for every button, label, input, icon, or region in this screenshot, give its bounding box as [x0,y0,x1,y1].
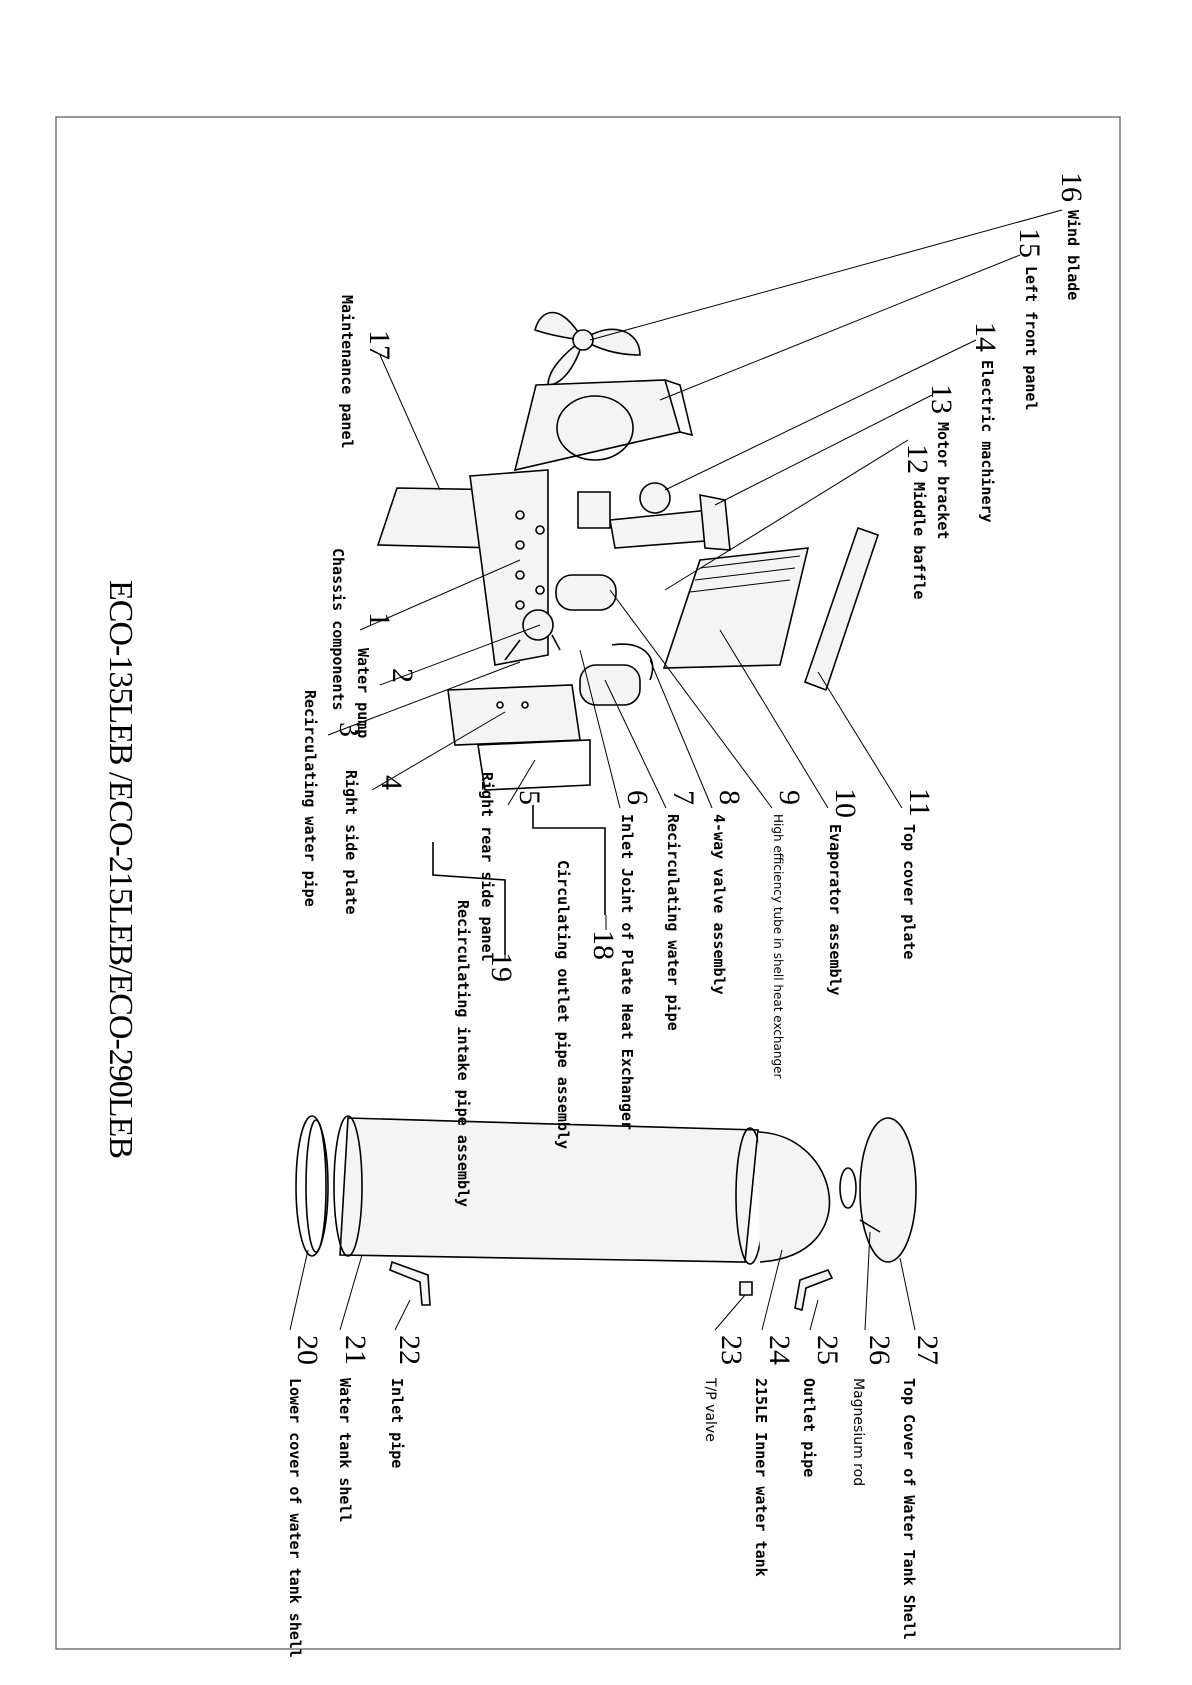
recirculating-intake-pipe-part [432,842,506,955]
tp-valve-part [739,1281,753,1296]
part-number-2: 2 [386,668,419,683]
part-number-16: 16 [1055,172,1088,202]
part-name-6: Inlet Joint of Plate Heat Exchanger [618,814,636,1130]
part-name-18: Circulating outlet pipe assembly [554,860,572,1149]
part-number-1: 1 [363,612,396,627]
part-number-20: 20 [291,1335,324,1365]
left-front-panel-part [513,379,694,472]
part-name-3: Recirculating water pipe [301,690,319,907]
part-name-13: Motor bracket [934,422,952,539]
part-number-18: 18 [587,930,620,960]
magnesium-rod-part [859,1219,881,1233]
part-number-14: 14 [969,322,1002,352]
part-number-4: 4 [375,775,408,790]
part-number-9: 9 [773,790,806,805]
leader-lines [289,209,1063,1331]
inner-water-tank-part [757,1131,857,1263]
part-number-12: 12 [901,444,934,474]
part-name-25: Outlet pipe [800,1378,818,1477]
part-name-20: Lower cover of water tank shell [286,1378,304,1658]
outlet-pipe-part [794,1269,834,1312]
part-name-24: 215LE Inner water tank [752,1378,770,1577]
part-name-2: Water pump [354,648,372,738]
part-number-23: 23 [715,1335,748,1365]
part-name-27: Top Cover of Water Tank Shell [900,1378,918,1640]
lower-cover-water-tank-part [295,1115,329,1257]
part-name-14: Electric machinery [978,360,996,523]
top-cover-plate-part [803,526,880,692]
part-name-7: Recirculating water pipe [664,814,682,1031]
part-name-8: 4-way valve assembly [710,814,728,995]
part-number-25: 25 [811,1335,844,1365]
part-name-4: Right side plate [342,770,360,915]
part-number-6: 6 [621,790,654,805]
part-name-9: High efficiency tube in shell heat excha… [771,814,785,1079]
part-number-24: 24 [763,1335,796,1365]
part-number-7: 7 [667,790,700,805]
part-number-26: 26 [863,1335,896,1365]
water-pump-part [504,609,561,661]
part-number-22: 22 [393,1335,426,1365]
part-name-26: Magnesium rod [850,1378,866,1486]
part-name-1: Chassis components [329,548,347,711]
part-name-11: Top cover plate [900,824,918,959]
part-name-16: Wind blade [1064,210,1082,300]
drawing-frame [55,116,1121,1650]
part-name-5: Right rear side panel [478,772,496,962]
part-number-17: 17 [363,330,396,360]
right-side-plate-part [447,684,591,791]
part-number-11: 11 [903,788,936,817]
evaporator-part [662,547,810,669]
part-name-23: T/P valve [702,1377,718,1442]
part-name-15: Left front panel [1022,266,1040,411]
part-number-15: 15 [1013,228,1046,258]
part-number-19: 19 [485,952,518,982]
inlet-pipe-part [389,1260,431,1306]
diagram-title: ECO-135LEB /ECO-215LEB/ECO-290LEB [102,580,139,1158]
part-number-3: 3 [333,722,366,737]
part-number-10: 10 [829,788,862,818]
part-number-5: 5 [513,790,546,805]
part-number-8: 8 [713,790,746,805]
middle-baffle-part [699,494,731,551]
part-number-21: 21 [339,1335,372,1365]
water-tank-shell-part [333,1115,765,1265]
electric-machinery-part [577,482,671,529]
heat-exchanger-part [555,574,654,706]
top-cover-water-tank-part [859,1117,917,1263]
part-name-21: Water tank shell [336,1378,354,1523]
part-name-10: Evaporator assembly [826,824,844,996]
part-name-22: Inlet pipe [388,1378,406,1468]
wind-blade-part [534,311,641,386]
part-name-17: Maintenance panel [338,295,356,449]
part-number-13: 13 [925,384,958,414]
part-number-27: 27 [911,1335,944,1365]
part-name-19: Recirculating intake pipe assembly [454,900,472,1207]
circulating-outlet-pipe-part [532,805,606,915]
part-name-12: Middle baffle [910,482,928,599]
